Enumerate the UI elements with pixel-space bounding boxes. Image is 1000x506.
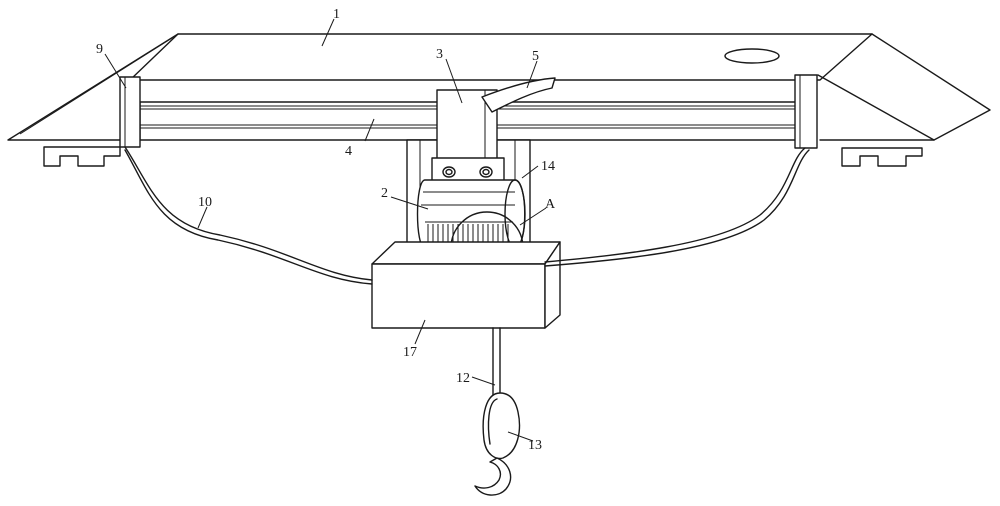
leader-lines — [104, 18, 547, 442]
label-10: 10 — [198, 195, 212, 210]
winch-drum — [416, 179, 526, 249]
power-cable — [481, 77, 556, 113]
part-labels: 1 3 5 9 4 10 2 14 A 17 12 13 — [96, 7, 556, 453]
left-end-block — [119, 76, 141, 148]
top-plate — [129, 33, 873, 81]
lifting-rope — [492, 327, 501, 397]
label-14: 14 — [541, 159, 555, 174]
label-2: 2 — [381, 186, 388, 201]
label-13: 13 — [528, 438, 542, 453]
label-4: 4 — [345, 144, 352, 159]
right-end-block — [794, 74, 818, 149]
label-12: 12 — [456, 371, 470, 386]
control-box — [371, 241, 561, 329]
left-inclined-panel — [7, 33, 179, 167]
hook — [474, 392, 521, 496]
label-a: A — [545, 197, 556, 212]
right-inclined-panel — [817, 33, 991, 167]
wires — [124, 146, 810, 285]
plate-hole — [724, 48, 780, 64]
label-3: 3 — [436, 47, 443, 62]
label-17: 17 — [403, 345, 417, 360]
label-5: 5 — [532, 49, 539, 64]
label-1: 1 — [333, 7, 340, 22]
label-9: 9 — [96, 42, 103, 57]
